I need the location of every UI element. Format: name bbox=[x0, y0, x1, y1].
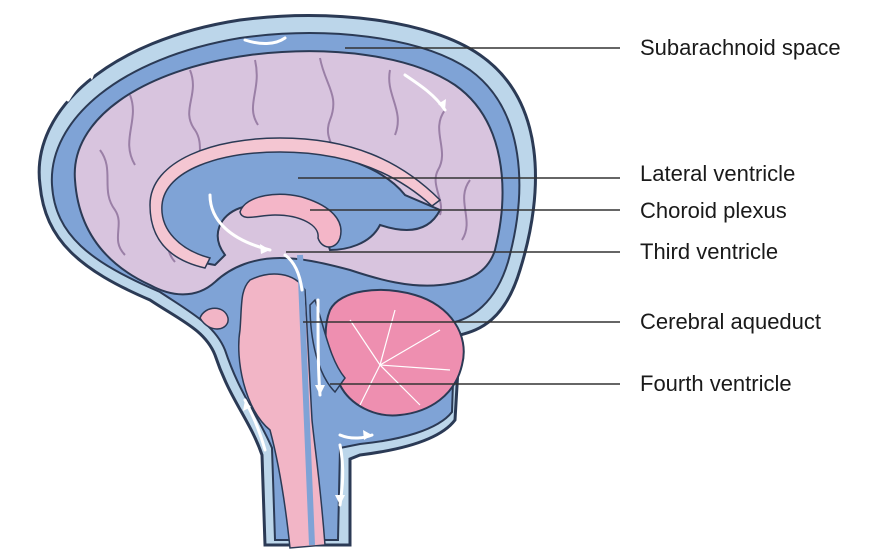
label-fourth-ventricle: Fourth ventricle bbox=[640, 371, 792, 397]
label-choroid-plexus: Choroid plexus bbox=[640, 198, 787, 224]
label-subarachnoid-space: Subarachnoid space bbox=[640, 35, 841, 61]
label-third-ventricle: Third ventricle bbox=[640, 239, 778, 265]
label-cerebral-aqueduct: Cerebral aqueduct bbox=[640, 309, 821, 335]
label-lateral-ventricle: Lateral ventricle bbox=[640, 161, 795, 187]
